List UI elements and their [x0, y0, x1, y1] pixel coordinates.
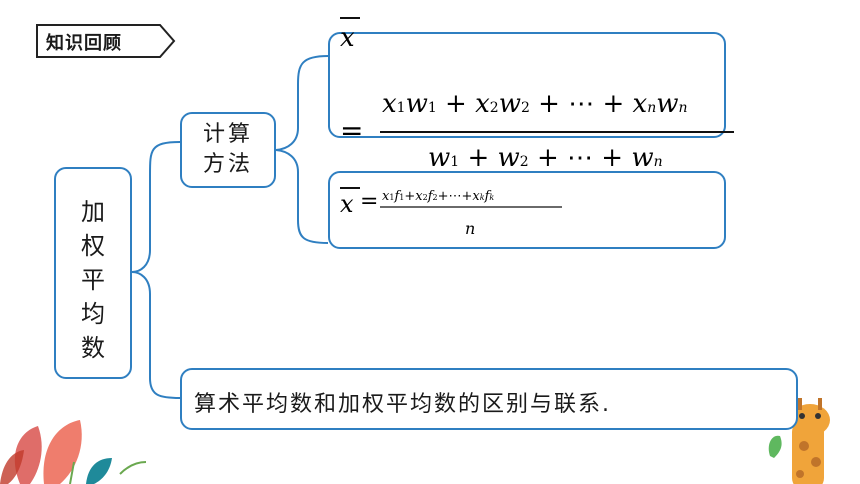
formula1-denominator-subscript: 2	[520, 154, 529, 170]
formula2-denominator: n	[465, 219, 475, 238]
method-node-label: 计算 方法	[202, 122, 253, 177]
formula2-numerator-variable: f	[484, 189, 492, 204]
formula2-numerator: x1f1+x2f2+⋯+xkfk	[382, 189, 494, 204]
formula1-denominator-subscript: 1	[450, 154, 459, 170]
difference-node: 算术平均数和加权平均数的区别与联系.	[180, 368, 798, 430]
formula2-numerator-subscript: 2	[433, 193, 438, 202]
formula1-numerator-subscript: 2	[521, 100, 530, 116]
formula1-node	[328, 32, 726, 138]
formula2-numerator-subscript: 1	[399, 193, 404, 202]
formula1-numerator-subscript: 1	[428, 100, 437, 116]
formula1-equals: =	[340, 114, 363, 147]
formula1-numerator-subscript: n	[679, 100, 688, 116]
formula1-denominator-operator: + ⋯ +	[529, 143, 632, 173]
formula2-numerator-variable: f	[427, 189, 435, 204]
formula2-numerator-subscript: 2	[423, 193, 428, 202]
formula1-numerator: x1w1 + x2w2 + ⋯ + xnwn	[382, 89, 688, 119]
formula2-equals: =	[360, 189, 378, 214]
formula1-numerator-variable: x	[382, 89, 397, 119]
formula2-numerator-variable: x	[472, 189, 480, 204]
formula1-numerator-operator: + ⋯ +	[530, 89, 633, 119]
root-node: 加 权 平 均 数	[54, 167, 132, 379]
formula1-numerator-variable: w	[499, 89, 521, 119]
formula1-numerator-variable: x	[475, 89, 490, 119]
formula1-denominator: w1 + w2 + ⋯ + wn	[428, 143, 663, 173]
method-node: 计算 方法	[180, 112, 276, 188]
difference-node-label: 算术平均数和加权平均数的区别与联系.	[194, 392, 611, 417]
formula1-xbar: x	[340, 23, 355, 53]
root-node-label: 加 权 平 均 数	[81, 198, 105, 362]
formula1-denominator-operator: +	[459, 143, 497, 173]
formula1-numerator-variable: x	[633, 89, 648, 119]
formula2-numerator-variable: f	[393, 189, 401, 204]
formula2-numerator-subscript: k	[480, 193, 485, 202]
formula2-numerator-variable: x	[415, 189, 423, 204]
section-title: 知识回顾	[46, 33, 122, 54]
formula1-denominator-variable: w	[631, 143, 653, 173]
formula1-numerator-variable: w	[406, 89, 428, 119]
method-brace	[275, 55, 329, 244]
formula2-numerator-operator: +⋯+	[438, 189, 473, 204]
formula1-numerator-subscript: 1	[397, 100, 406, 116]
formula2-numerator-subscript: 1	[389, 193, 394, 202]
formula2-node	[328, 171, 726, 249]
formula2-numerator-subscript: k	[489, 193, 494, 202]
formula1-numerator-operator: +	[437, 89, 475, 119]
formula1-denominator-variable: w	[498, 143, 520, 173]
leaf-decoration	[0, 420, 147, 484]
formula1-numerator-subscript: n	[647, 100, 656, 116]
formula2-numerator-variable: x	[382, 189, 390, 204]
formula2-numerator-operator: +	[404, 189, 415, 204]
root-brace	[131, 141, 181, 399]
giraffe-decoration	[768, 398, 830, 484]
formula1-denominator-variable: w	[428, 143, 450, 173]
formula1-denominator-subscript: n	[654, 154, 663, 170]
formula1-numerator-variable: w	[656, 89, 678, 119]
title-tag-shape	[36, 24, 176, 58]
formula2-xbar: x	[340, 190, 354, 218]
formula1-numerator-subscript: 2	[490, 100, 499, 116]
